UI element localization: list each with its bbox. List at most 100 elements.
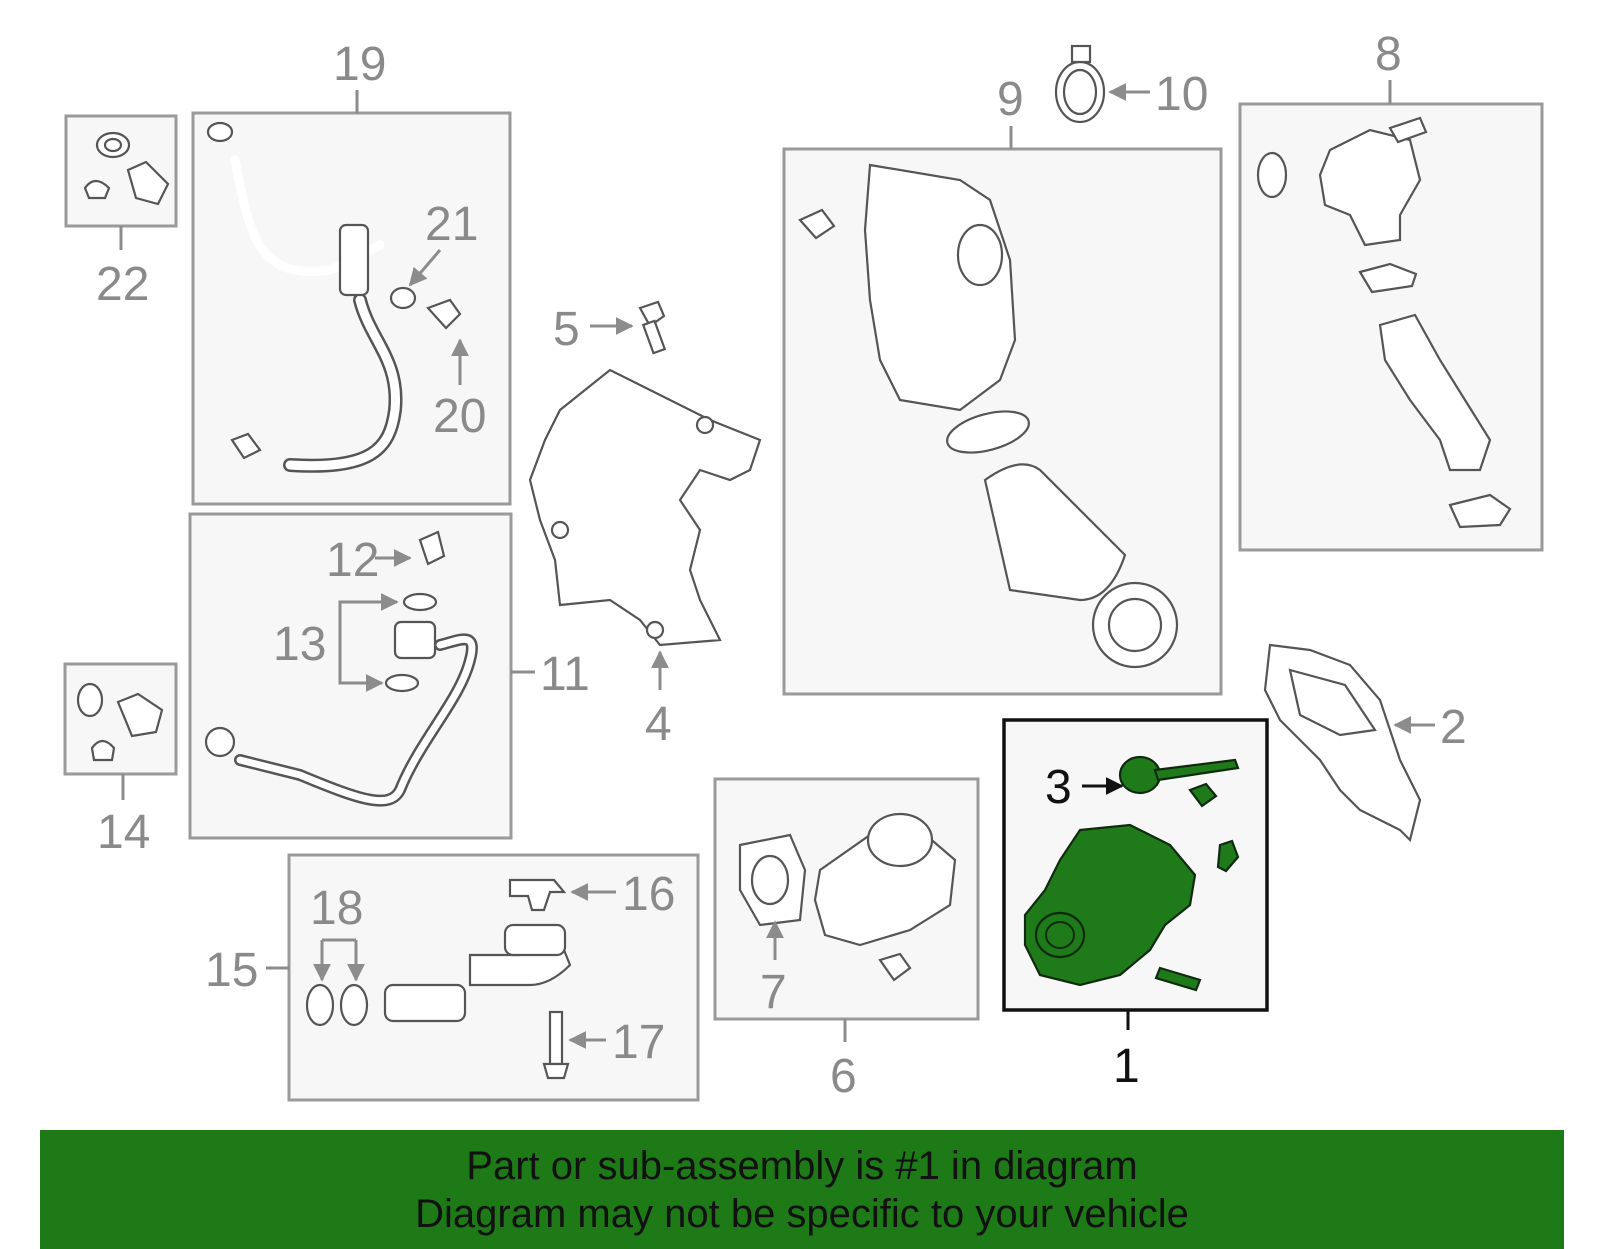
gasket-icon (738, 833, 807, 927)
callout-9: 9 (997, 73, 1024, 126)
actuator-icon (1118, 755, 1162, 795)
bolt-icon (798, 208, 836, 240)
callout-6: 6 (830, 1050, 857, 1103)
heat-shield-icon (528, 368, 762, 647)
callout-1: 1 (1113, 1040, 1140, 1093)
clip-icon (90, 739, 116, 762)
group-15: 15 18 16 17 (205, 853, 700, 1102)
group-11: 11 12 13 (188, 512, 590, 840)
fitting-icon (116, 692, 164, 738)
flange-icon (503, 923, 567, 957)
callout-2: 2 (1440, 701, 1467, 754)
hose-clamp-inner-icon (1062, 68, 1098, 116)
bolt-icon (418, 530, 446, 566)
group-6: 6 7 (713, 777, 980, 1103)
bracket-icon (1216, 839, 1240, 873)
bolt-icon (878, 952, 912, 982)
callout-15: 15 (205, 944, 258, 997)
fitting-end-icon (206, 121, 234, 143)
group-22: 22 (64, 114, 178, 311)
oil-line-icon (236, 635, 476, 805)
group-9: 9 (782, 73, 1223, 696)
housing-port-icon (866, 812, 934, 868)
banner-line-1: Part or sub-assembly is #1 in diagram (466, 1144, 1138, 1188)
mount-hole-icon (645, 620, 665, 640)
o-ring-right-icon (339, 983, 369, 1027)
bolt-head-icon (638, 300, 666, 328)
banjo-icon (393, 620, 437, 660)
callout-10: 10 (1155, 68, 1208, 121)
bolt-shank-icon (641, 319, 667, 355)
mount-hole-icon (550, 520, 570, 540)
valve-stem-icon (1388, 116, 1428, 144)
group-14: 14 (63, 662, 178, 859)
washer-icon (76, 682, 104, 718)
callout-14: 14 (97, 806, 150, 859)
callout-3: 3 (1045, 761, 1072, 814)
callout-16: 16 (622, 868, 675, 921)
notice-banner: Part or sub-assembly is #1 in diagram Di… (40, 1130, 1564, 1249)
callout-7: 7 (760, 966, 787, 1019)
o-ring-icon (1256, 151, 1288, 199)
part-2-gasket: 2 (1263, 643, 1467, 843)
washer-icon (389, 286, 417, 310)
fitting-icon (204, 726, 236, 758)
clamp-screw-icon (1070, 44, 1092, 64)
callout-11: 11 (540, 648, 590, 701)
banner-line-2: Diagram may not be specific to your vehi… (415, 1192, 1189, 1236)
hose-icon (285, 295, 401, 471)
group-22-box (64, 114, 178, 228)
stud-icon (1154, 966, 1202, 992)
group-11-box (188, 512, 513, 840)
gasket-icon (508, 878, 567, 912)
callout-12: 12 (326, 534, 379, 587)
mount-hole-icon (695, 415, 715, 435)
washer-upper-icon (402, 592, 438, 612)
callout-18: 18 (310, 882, 363, 935)
bolt-head-icon (542, 1062, 570, 1080)
callout-5: 5 (553, 303, 580, 356)
bolt-icon (1188, 782, 1218, 808)
part-4-heat-shield: 4 5 (528, 300, 762, 751)
washer-lower-icon (384, 673, 420, 693)
callout-20: 20 (433, 390, 486, 443)
callout-8: 8 (1375, 28, 1402, 81)
leader-13b (338, 643, 384, 692)
group-8: 8 (1238, 28, 1544, 552)
outlet-port-icon (956, 223, 1004, 287)
callout-13: 13 (273, 618, 326, 671)
gasket-opening-icon (1288, 668, 1377, 737)
parts-diagram: 22 19 21 20 11 12 13 (63, 28, 1544, 1103)
clip-icon (1358, 262, 1418, 294)
callout-19: 19 (333, 38, 386, 91)
callout-22: 22 (96, 258, 149, 311)
intake-hose-icon (983, 463, 1127, 602)
callout-21: 21 (425, 198, 478, 251)
bolt-shank-icon (548, 1010, 564, 1066)
part-10-clamp: 10 (1054, 44, 1208, 124)
washer-hole-icon (103, 137, 123, 153)
clamp-icon (230, 432, 262, 460)
leader-21 (408, 249, 442, 287)
coupler-inner-icon (1107, 597, 1163, 653)
gasket-icon (1263, 643, 1422, 843)
hose-icon (1378, 313, 1492, 472)
group-1: 1 3 (1002, 718, 1269, 1093)
callout-4: 4 (645, 698, 672, 751)
clamp-icon (946, 410, 1030, 454)
turbo-inlet-bore-icon (1045, 921, 1075, 949)
fitting-icon (126, 160, 170, 206)
bracket-icon (338, 223, 370, 297)
leader-13a (338, 593, 399, 643)
clamp-icon (1448, 493, 1512, 529)
callout-17: 17 (612, 1016, 665, 1069)
tube-adapter-icon (383, 983, 467, 1023)
bolt-head-icon (426, 298, 462, 330)
clip-icon (83, 179, 111, 200)
turbo-inlet-icon (1034, 911, 1086, 959)
coupler-icon (1091, 581, 1179, 669)
o-ring-left-icon (305, 983, 335, 1027)
gasket-port-icon (750, 854, 790, 906)
actuator-rod-icon (1153, 758, 1240, 782)
group-19: 19 21 20 (191, 38, 512, 506)
